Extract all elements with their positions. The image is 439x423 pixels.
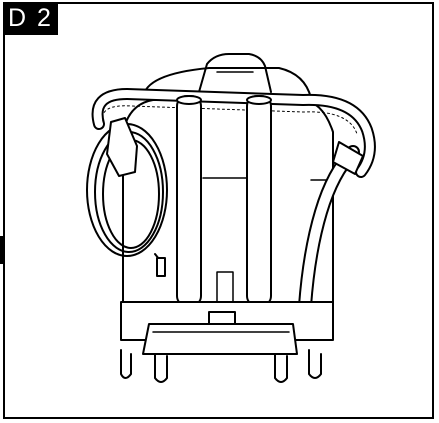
vacuum-cleaner-illustration bbox=[86, 53, 376, 383]
page-edge-marker bbox=[0, 236, 3, 264]
power-cable-coil bbox=[86, 117, 168, 277]
suction-tube-right bbox=[246, 95, 272, 307]
top-handle bbox=[198, 53, 272, 93]
figure-label: D 2 bbox=[3, 2, 58, 35]
lid bbox=[142, 67, 312, 99]
wheels bbox=[120, 349, 322, 383]
suction-tube-left bbox=[176, 95, 202, 307]
floor-nozzle bbox=[142, 323, 298, 355]
